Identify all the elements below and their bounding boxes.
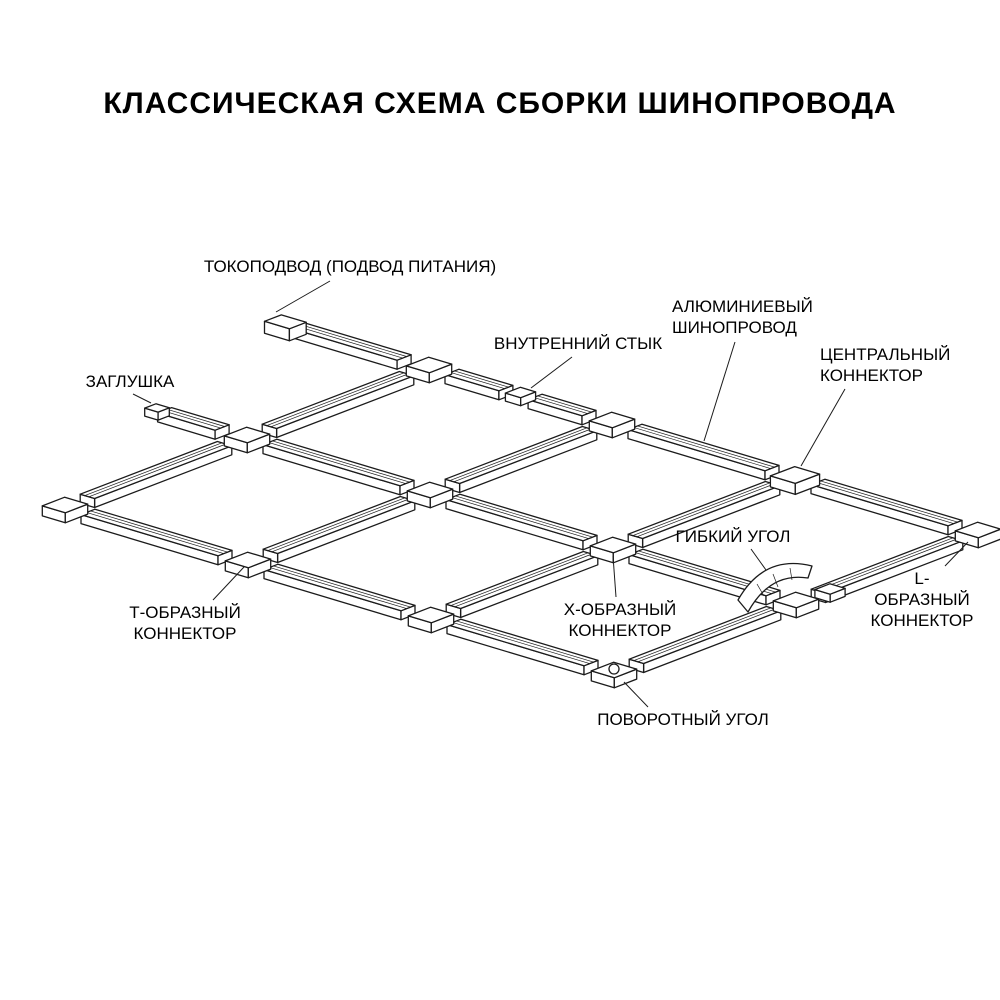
track-rail [446,618,599,676]
leader-lines [132,280,969,708]
track-rail [444,425,598,494]
track-rail [444,368,514,401]
central-connector-shape [769,465,821,496]
track-rail [289,321,412,370]
track-rail [262,495,416,564]
t-connector-shape [224,551,272,579]
label-t-connector: Т-ОБРАЗНЫЙ КОННЕКТОР [129,603,241,643]
leader-rotary-corner [623,681,649,708]
flexible-corner-shape [737,562,813,613]
track-rail [80,508,233,566]
t-connector-lower-left [407,606,455,634]
track-rail [261,370,415,439]
track-rail [156,406,230,440]
end-cap-shape [144,403,170,421]
leader-x-connector [612,555,617,598]
leader-power-feed [275,280,331,313]
inner-joint-shape [504,386,537,407]
leader-t-connector [212,566,245,601]
track-rail [79,440,233,509]
t-connector-bottom-right [772,591,820,619]
leader-inner-joint [530,356,573,389]
extra-pieces [737,562,846,613]
track-rail [810,478,963,536]
label-central-connector: ЦЕНТРАЛЬНЫЙ КОННЕКТОР [820,345,951,385]
leader-central-connector [800,388,846,467]
leader-l-connector [944,541,969,567]
track-rails [79,321,964,676]
track-rail [262,438,415,496]
track-rail [527,393,597,426]
rotary-corner-shape [590,661,638,689]
label-power-feed: ТОКОПОДВОД (ПОДВОД ПИТАНИЯ) [203,257,497,276]
x-connector-secondary [406,481,454,509]
power-feed-shape [263,314,307,342]
page-title: КЛАССИЧЕСКАЯ СХЕМА СБОРКИ ШИНОПРОВОДА [103,87,897,120]
label-flexible-corner: ГИБКИЙ УГОЛ [675,527,791,546]
label-rotary-corner: ПОВОРОТНЫЙ УГОЛ [597,710,769,729]
l-connector-left [41,496,89,524]
mini-adapter-shape [814,583,846,603]
track-rail [445,493,598,551]
t-connector-top [405,356,453,384]
label-l-connector: L-ОБРАЗНЫЙ КОННЕКТОР [870,569,974,630]
connectors [41,314,1000,689]
leader-end-cap [132,393,152,404]
x-connector-shape [589,536,637,564]
track-rail [627,480,781,549]
label-end-cap: ЗАГЛУШКА [85,372,175,391]
label-aluminum-track: АЛЮМИНИЕВЫЙ ШИНОПРОВОД [672,297,813,337]
track-rail [627,423,780,481]
leader-aluminum-track [703,341,736,442]
t-connector-upper-left [223,426,271,454]
label-inner-joint: ВНУТРЕННИЙ СТЫК [493,334,663,353]
leader-flexible-corner [750,548,767,571]
t-connector-upper-right [588,411,636,439]
label-x-connector: Х-ОБРАЗНЫЙ КОННЕКТОР [563,600,677,640]
l-connector-shape [954,521,1000,549]
track-rail [263,563,416,621]
